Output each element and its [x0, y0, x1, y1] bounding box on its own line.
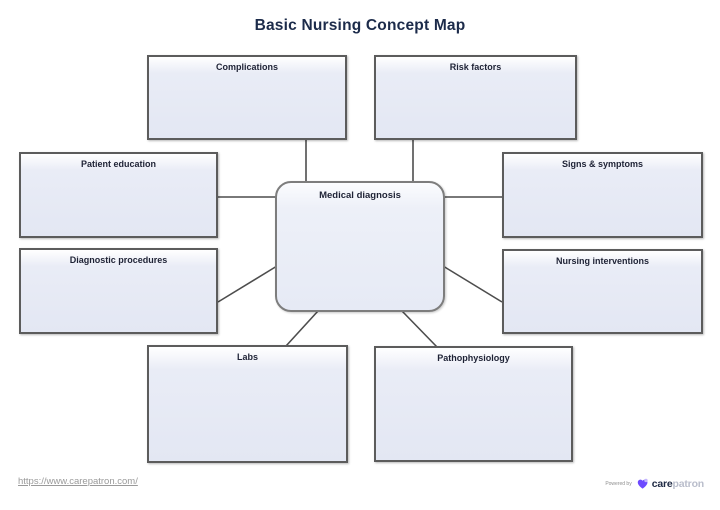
node-label: Complications [215, 62, 278, 72]
carepatron-url-link[interactable]: https://www.carepatron.com/ [18, 476, 138, 487]
node-pathophysiology[interactable]: Pathophysiology [374, 346, 573, 462]
powered-by-label: Powered by [605, 480, 632, 487]
connector-pathophysiology [401, 310, 438, 348]
node-diagnostic-procedures[interactable]: Diagnostic procedures [19, 248, 218, 334]
brand-care: care [651, 477, 673, 490]
node-label: Medical diagnosis [319, 190, 401, 201]
connector-nursing-interventions [442, 265, 503, 303]
node-medical-diagnosis[interactable]: Medical diagnosis [275, 181, 445, 312]
carepatron-heart-icon [637, 478, 648, 489]
node-label: Risk factors [449, 62, 502, 72]
node-label: Patient education [80, 159, 156, 169]
page-title: Basic Nursing Concept Map [254, 17, 466, 34]
node-complications[interactable]: Complications [147, 55, 347, 140]
brand-patron: patron [672, 477, 705, 490]
node-signs-symptoms[interactable]: Signs & symptoms [502, 152, 703, 238]
carepatron-wordmark: carepatron [652, 478, 704, 490]
node-labs[interactable]: Labs [147, 345, 348, 463]
node-label: Nursing interventions [555, 256, 649, 266]
node-label: Pathophysiology [437, 353, 510, 363]
connector-diagnostic-procedures [217, 265, 278, 303]
node-label: Signs & symptoms [561, 159, 644, 169]
node-patient-education[interactable]: Patient education [19, 152, 218, 238]
node-label: Labs [236, 352, 258, 362]
powered-by-branding: Powered by carepatron [605, 477, 704, 490]
node-nursing-interventions[interactable]: Nursing interventions [502, 249, 703, 334]
node-risk-factors[interactable]: Risk factors [374, 55, 577, 140]
connector-labs [285, 310, 319, 347]
node-label: Diagnostic procedures [69, 255, 168, 265]
